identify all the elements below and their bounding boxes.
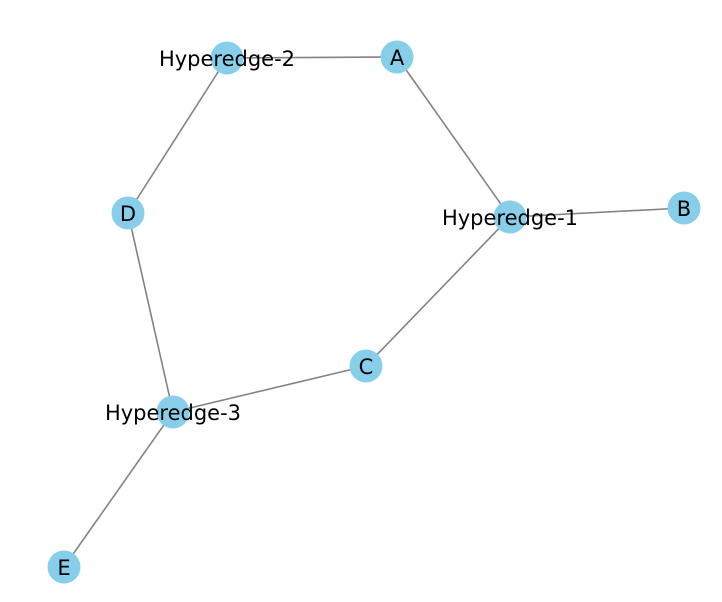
edge-Hyperedge-3-C [172,365,367,413]
node-label-E: E [57,556,70,580]
node-label-B: B [677,197,691,221]
node-E [47,550,81,584]
edge-Hyperedge-2-D [127,57,228,214]
node-label-A: A [390,46,405,70]
edge-Hyperedge-3-D [127,212,174,413]
node-label-Hyperedge-1: Hyperedge-1 [442,206,578,230]
node-Hyperedge-2 [210,41,244,75]
node-C [349,349,383,383]
edge-Hyperedge-1-A [396,56,511,218]
edge-Hyperedge-1-B [509,207,685,218]
node-D [111,196,145,230]
node-label-C: C [359,355,374,379]
edges-layer [63,56,685,568]
nodes-layer [47,40,701,584]
edge-Hyperedge-1-C [365,216,511,367]
node-label-D: D [120,202,136,226]
node-Hyperedge-1 [493,200,527,234]
node-label-Hyperedge-2: Hyperedge-2 [159,47,295,71]
node-label-Hyperedge-3: Hyperedge-3 [105,401,241,425]
edge-Hyperedge-2-A [226,56,398,59]
edge-Hyperedge-3-E [63,411,174,568]
node-Hyperedge-3 [156,395,190,429]
node-B [667,191,701,225]
node-A [380,40,414,74]
